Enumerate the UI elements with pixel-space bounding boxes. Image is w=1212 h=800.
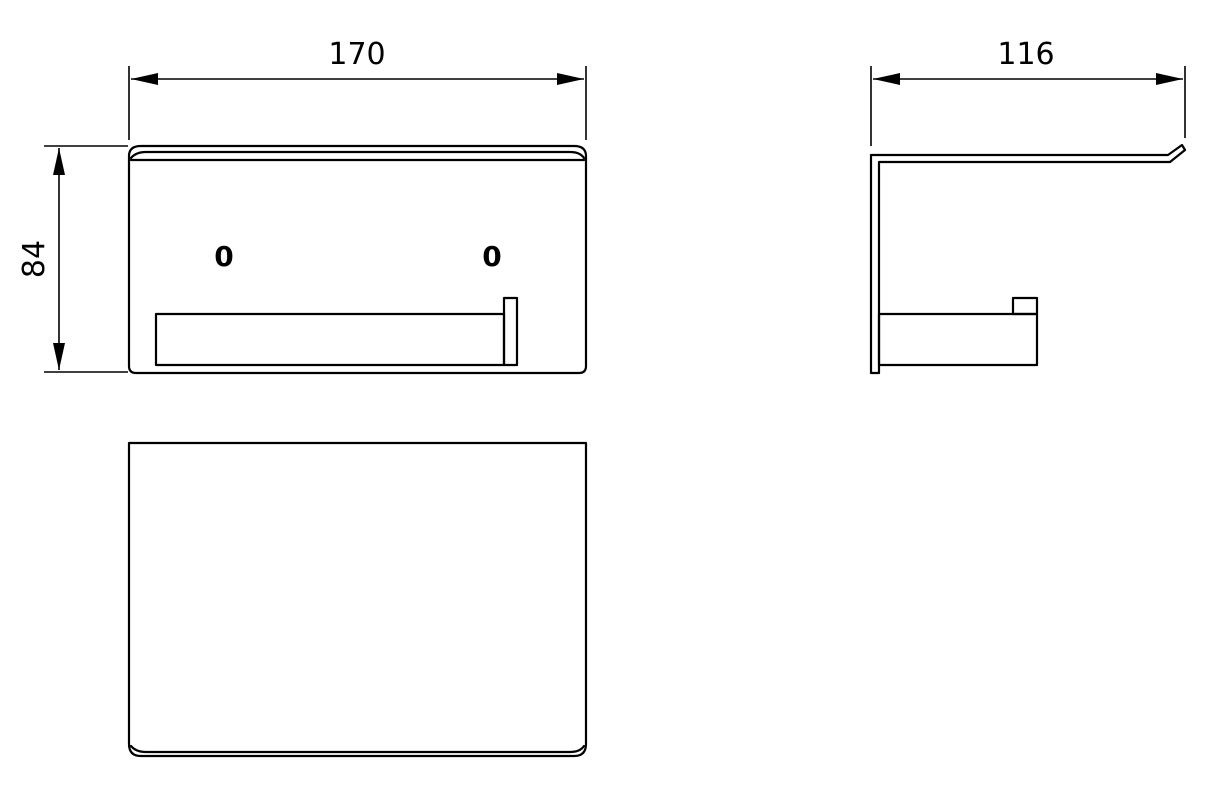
side-roll-block-tab xyxy=(1011,296,1039,316)
front-body-outline xyxy=(127,144,588,375)
front-height-label: 84 xyxy=(17,240,52,278)
side-depth-arrow-right xyxy=(1156,73,1183,85)
top-view xyxy=(127,441,588,758)
front-mark-right: 0 xyxy=(482,240,501,273)
front-height-arrow-bottom xyxy=(53,343,65,370)
front-mark-left: 0 xyxy=(214,240,233,273)
top-view-front-edge xyxy=(129,744,586,754)
side-view: 116 xyxy=(869,37,1187,375)
front-height-arrow-top xyxy=(53,148,65,175)
front-view: 170 84 0 0 xyxy=(17,37,588,375)
front-roll-bar xyxy=(154,312,506,367)
side-roll-block xyxy=(877,312,1039,367)
front-width-arrow-left xyxy=(131,73,158,85)
front-width-label: 170 xyxy=(328,37,385,72)
top-view-outline xyxy=(127,441,588,758)
side-depth-arrow-left xyxy=(873,73,900,85)
front-top-lip-inner xyxy=(129,150,586,160)
front-width-arrow-right xyxy=(557,73,584,85)
side-profile-outline xyxy=(869,143,1187,375)
front-roll-bar-end xyxy=(502,296,519,367)
side-depth-label: 116 xyxy=(997,37,1054,72)
